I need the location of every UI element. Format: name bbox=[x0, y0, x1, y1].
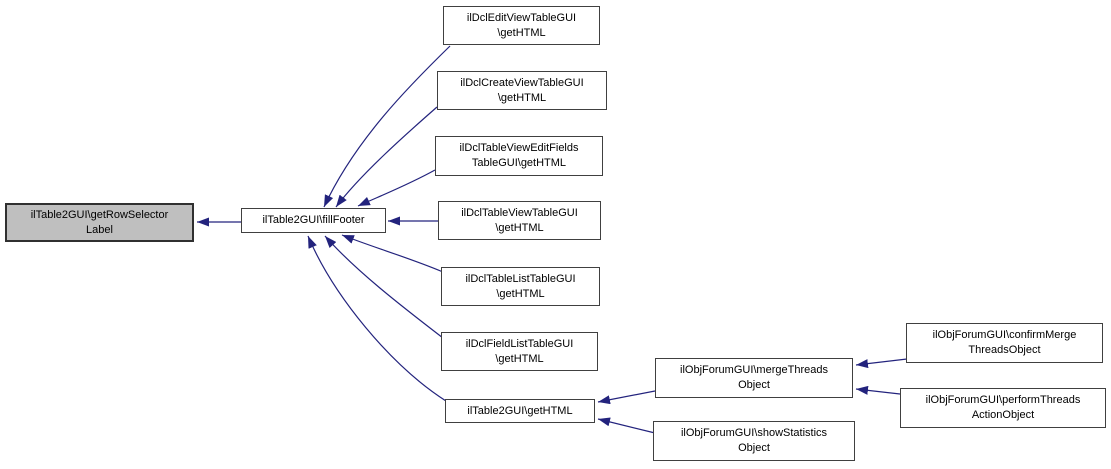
node-ildcltableviewtablegui-gethtml[interactable]: ilDclTableViewTableGUI \getHTML bbox=[438, 201, 601, 240]
node-iltable2gui-getrowselectorlabel[interactable]: ilTable2GUI\getRowSelector Label bbox=[5, 203, 194, 242]
node-ildclcreateviewtablegui-gethtml[interactable]: ilDclCreateViewTableGUI \getHTML bbox=[437, 71, 607, 110]
edge-editviewtablegui-to-fillfooter bbox=[323, 45, 451, 208]
node-ilobjforumgui-confirmmergethreadsobject[interactable]: ilObjForumGUI\confirmMerge ThreadsObject bbox=[906, 323, 1103, 363]
edge-fieldlisttablegui-to-fillfooter bbox=[324, 235, 444, 339]
node-iltable2gui-fillfooter[interactable]: ilTable2GUI\fillFooter bbox=[241, 208, 386, 233]
edge-mergethreads-to-gethtml bbox=[597, 390, 656, 405]
node-iltable2gui-gethtml[interactable]: ilTable2GUI\getHTML bbox=[445, 399, 595, 423]
node-ildcleditviewtablegui-gethtml[interactable]: ilDclEditViewTableGUI \getHTML bbox=[443, 6, 600, 45]
node-ildcltablelisttablegui-gethtml[interactable]: ilDclTableListTableGUI \getHTML bbox=[441, 267, 600, 306]
edge-tablelisttablegui-to-fillfooter bbox=[341, 234, 444, 273]
edge-showstatistics-to-gethtml bbox=[597, 417, 656, 434]
node-ilobjforumgui-showstatisticsobject[interactable]: ilObjForumGUI\showStatistics Object bbox=[653, 421, 855, 461]
edge-createviewtablegui-to-fillfooter bbox=[335, 106, 438, 208]
node-ilobjforumgui-mergethreadsobject[interactable]: ilObjForumGUI\mergeThreads Object bbox=[655, 358, 853, 398]
edge-tablevieweditfields-to-fillfooter bbox=[357, 169, 436, 207]
node-ildclfieldlisttablegui-gethtml[interactable]: ilDclFieldListTableGUI \getHTML bbox=[441, 332, 598, 371]
node-ildcltablevieweditfieldstablegui-gethtml[interactable]: ilDclTableViewEditFields TableGUI\getHTM… bbox=[435, 136, 603, 176]
edge-table2gui-gethtml-to-fillfooter bbox=[307, 235, 447, 402]
node-ilobjforumgui-performthreadsactionobject[interactable]: ilObjForumGUI\performThreads ActionObjec… bbox=[900, 388, 1106, 428]
edge-confirmmerge-to-mergethreads bbox=[855, 358, 908, 369]
edge-performthreads-to-mergethreads bbox=[855, 385, 901, 395]
